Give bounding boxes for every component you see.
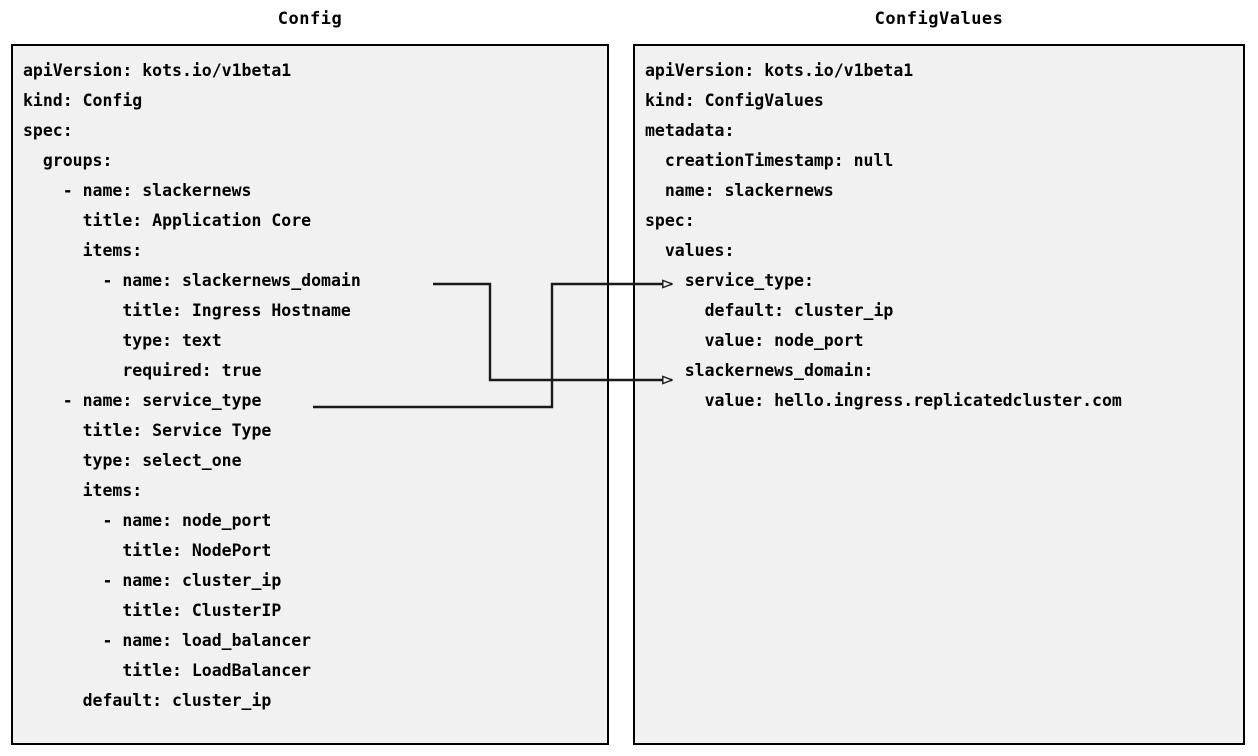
config-line-12: title: Service Type bbox=[23, 421, 272, 440]
config-values-panel: apiVersion: kots.io/v1beta1 kind: ConfigV… bbox=[633, 44, 1245, 745]
config-line-5: title: Application Core bbox=[23, 211, 312, 230]
config-values-line-8: default: cluster_ip bbox=[645, 301, 894, 320]
config-values-line-11: value: hello.ingress.replicatedcluster.c… bbox=[645, 391, 1122, 410]
config-values-line-5: spec: bbox=[645, 211, 695, 230]
config-line-17: - name: cluster_ip bbox=[23, 571, 282, 590]
config-line-1: kind: Config bbox=[23, 91, 143, 110]
config-values-line-2: metadata: bbox=[645, 121, 735, 140]
config-values-yaml-block: apiVersion: kots.io/v1beta1 kind: ConfigV… bbox=[635, 46, 1122, 416]
config-values-line-0: apiVersion: kots.io/v1beta1 bbox=[645, 61, 914, 80]
config-line-6: items: bbox=[23, 241, 143, 260]
config-panel-title: Config bbox=[277, 9, 343, 29]
config-line-13: type: select_one bbox=[23, 451, 242, 470]
config-line-2: spec: bbox=[23, 121, 73, 140]
config-line-16: title: NodePort bbox=[23, 541, 272, 560]
config-values-panel-title: ConfigValues bbox=[874, 9, 1004, 29]
config-line-20: title: LoadBalancer bbox=[23, 661, 312, 680]
config-line-18: title: ClusterIP bbox=[23, 601, 282, 620]
config-line-19: - name: load_balancer bbox=[23, 631, 312, 650]
config-line-10: required: true bbox=[23, 361, 262, 380]
config-panel: apiVersion: kots.io/v1beta1 kind: Config s… bbox=[11, 44, 609, 745]
config-values-line-9: value: node_port bbox=[645, 331, 864, 350]
config-values-line-3: creationTimestamp: null bbox=[645, 151, 894, 170]
config-yaml-block: apiVersion: kots.io/v1beta1 kind: Config s… bbox=[13, 46, 361, 716]
config-values-line-6: values: bbox=[645, 241, 735, 260]
config-line-11: - name: service_type bbox=[23, 391, 262, 410]
config-line-3: groups: bbox=[23, 151, 113, 170]
config-values-line-1: kind: ConfigValues bbox=[645, 91, 824, 110]
config-line-14: items: bbox=[23, 481, 143, 500]
config-values-line-10: slackernews_domain: bbox=[645, 361, 874, 380]
config-values-line-4: name: slackernews bbox=[645, 181, 834, 200]
config-line-0: apiVersion: kots.io/v1beta1 bbox=[23, 61, 292, 80]
config-line-7: - name: slackernews_domain bbox=[23, 271, 361, 290]
config-line-9: type: text bbox=[23, 331, 222, 350]
config-line-21: default: cluster_ip bbox=[23, 691, 272, 710]
config-line-4: - name: slackernews bbox=[23, 181, 252, 200]
config-values-line-7: service_type: bbox=[645, 271, 814, 290]
config-line-8: title: Ingress Hostname bbox=[23, 301, 351, 320]
config-line-15: - name: node_port bbox=[23, 511, 272, 530]
